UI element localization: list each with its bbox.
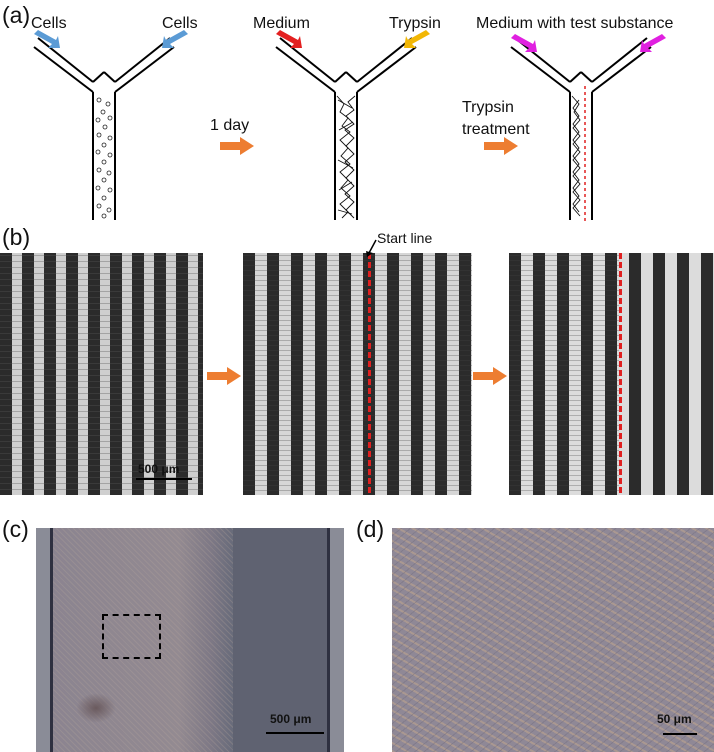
start-line-pointer-arrow — [366, 239, 377, 257]
channel-wall-left — [36, 528, 50, 752]
stage1-y-channel — [33, 37, 175, 220]
step1-label: 1 day — [210, 117, 250, 134]
b-step-arrow-1 — [207, 367, 241, 385]
step2-label-line2: treatment — [462, 121, 530, 138]
scale-label-d: 50 μm — [657, 712, 692, 726]
test-substance-left-arrow — [511, 34, 537, 52]
scale-bar-c — [266, 732, 324, 734]
test-substance-right-arrow — [640, 34, 666, 52]
remaining-cells — [571, 95, 581, 217]
scale-label-c: 500 μm — [270, 712, 312, 726]
channel-wall-right — [330, 528, 344, 752]
medium-arrow — [276, 30, 302, 48]
cell-texture-d2 — [392, 528, 714, 752]
micrograph-d — [392, 528, 714, 752]
micrograph-b2-speckle — [243, 253, 472, 495]
micrograph-b2 — [243, 253, 472, 495]
micrograph-c — [36, 528, 344, 752]
zoom-region-box — [102, 614, 161, 659]
micrograph-b3-speckle — [509, 253, 619, 495]
trypsin-arrow — [404, 30, 430, 48]
step2-arrow — [484, 137, 518, 155]
stage2-right-label: Trypsin — [389, 15, 441, 32]
channel-edge-right — [327, 528, 330, 752]
start-line-b3 — [619, 253, 622, 495]
cells-left-arrow — [34, 30, 60, 48]
micrograph-b1 — [0, 253, 203, 495]
step2-label-line1: Trypsin — [462, 99, 514, 116]
panel-d-label: (d) — [356, 516, 385, 542]
panel-b-label: (b) — [2, 224, 31, 250]
stage3-top-label: Medium with test substance — [476, 15, 674, 32]
stage2-y-channel — [275, 37, 417, 220]
cells-right-arrow — [162, 30, 188, 48]
stage1-right-label: Cells — [162, 15, 198, 32]
channel-edge-left — [50, 528, 53, 752]
cell-dots — [95, 97, 113, 219]
micrograph-b1-speckle — [0, 253, 203, 495]
b-step-arrow-2 — [473, 367, 507, 385]
spread-cells — [336, 95, 356, 219]
cell-texture-d1 — [392, 528, 714, 752]
panel-a-label: (a) — [2, 2, 31, 28]
scale-label-b: 500 μm — [138, 462, 180, 476]
start-line-b2 — [368, 253, 371, 495]
scale-bar-d — [663, 733, 697, 735]
dark-spot — [76, 693, 116, 723]
stage3-y-channel — [510, 37, 652, 222]
start-line-label: Start line — [377, 230, 433, 246]
stage2-left-label: Medium — [253, 15, 310, 32]
panel-c-label: (c) — [2, 516, 29, 542]
micrograph-b3 — [509, 253, 714, 495]
scale-bar-b — [136, 478, 192, 480]
step1-arrow — [220, 137, 254, 155]
stage1-left-label: Cells — [31, 15, 67, 32]
